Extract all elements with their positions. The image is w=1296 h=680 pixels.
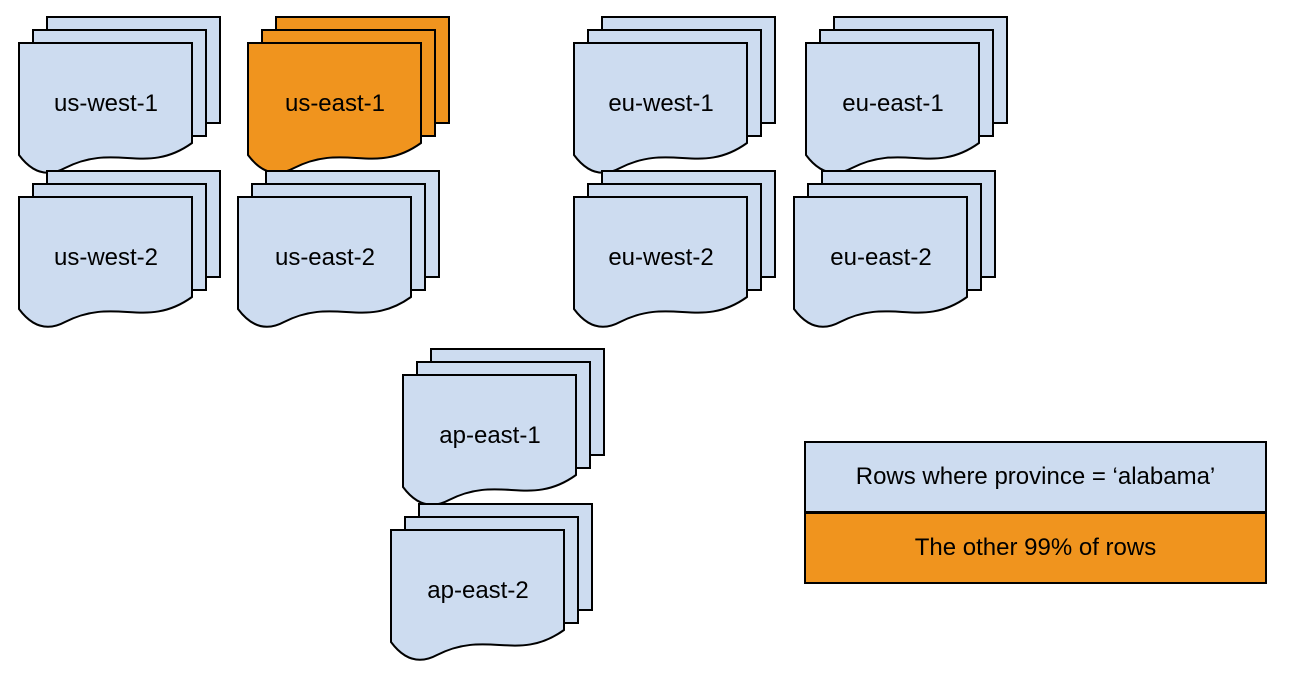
document-sheet-front [793, 196, 968, 328]
region-stack-us-west-2: us-west-2 [18, 170, 221, 328]
region-stack-eu-west-1: eu-west-1 [573, 16, 776, 174]
region-stack-eu-west-2: eu-west-2 [573, 170, 776, 328]
stack-label: ap-east-2 [427, 577, 528, 604]
stack-label: ap-east-1 [439, 422, 540, 449]
stack-label: us-west-1 [54, 90, 158, 117]
region-stack-us-east-2: us-east-2 [237, 170, 440, 328]
document-sheet-front [18, 196, 193, 328]
region-stack-eu-east-2: eu-east-2 [793, 170, 996, 328]
document-sheet-front [573, 42, 748, 174]
region-stack-ap-east-2: ap-east-2 [390, 503, 593, 661]
legend-item-alabama-rows: Rows where province = ‘alabama’ [806, 443, 1265, 511]
document-sheet-front [805, 42, 980, 174]
document-sheet-front [390, 529, 565, 661]
region-stack-eu-east-1: eu-east-1 [805, 16, 1008, 174]
stack-label: eu-west-2 [608, 244, 713, 271]
stack-label: us-east-1 [285, 90, 385, 117]
region-stack-ap-east-1: ap-east-1 [402, 348, 605, 506]
document-sheet-front [237, 196, 412, 328]
stack-label: us-west-2 [54, 244, 158, 271]
stack-label: eu-west-1 [608, 90, 713, 117]
document-sheet-front [573, 196, 748, 328]
legend: Rows where province = ‘alabama’ The othe… [804, 441, 1267, 584]
stack-label: us-east-2 [275, 244, 375, 271]
document-sheet-front [18, 42, 193, 174]
stack-label: eu-east-2 [830, 244, 931, 271]
stack-label: eu-east-1 [842, 90, 943, 117]
region-stack-us-east-1: us-east-1 [247, 16, 450, 174]
document-sheet-front [402, 374, 577, 506]
region-stack-us-west-1: us-west-1 [18, 16, 221, 174]
legend-item-other-rows: The other 99% of rows [806, 511, 1265, 582]
document-sheet-front [247, 42, 422, 174]
